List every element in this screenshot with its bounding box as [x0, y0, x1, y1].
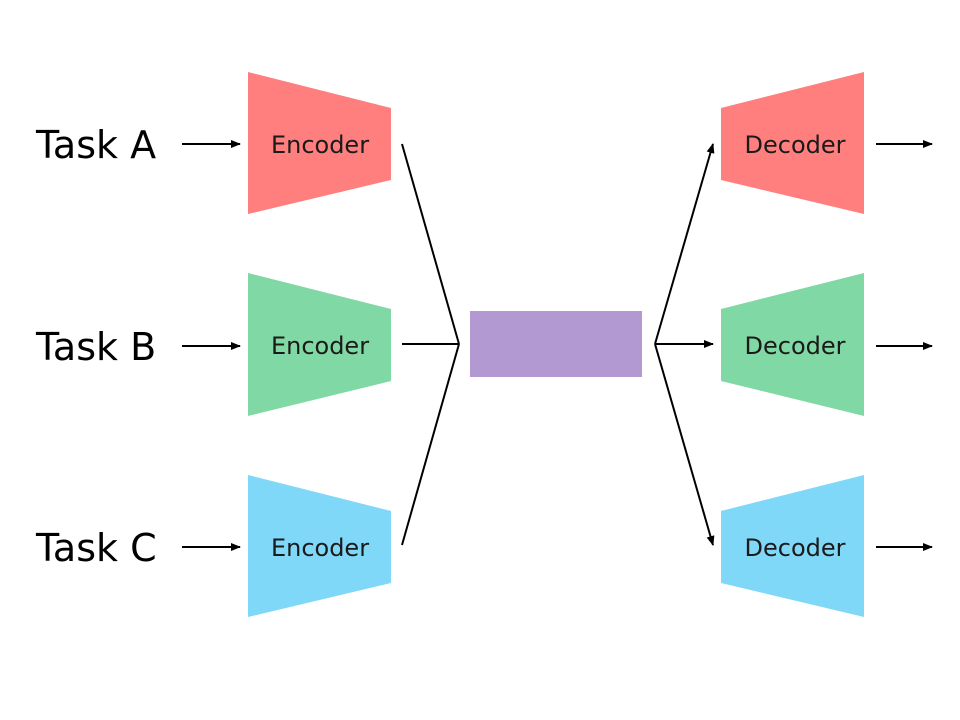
decoder-c-label: Decoder — [745, 534, 846, 562]
task-a-label: Task A — [36, 123, 157, 167]
decoder-a-label: Decoder — [745, 131, 846, 159]
converge-line-a — [401, 143, 460, 345]
encoder-a — [248, 72, 391, 214]
encoder-c-label: Encoder — [271, 534, 369, 562]
encoder-b-label: Encoder — [271, 332, 369, 360]
decoder-c — [721, 475, 864, 617]
encoder-a-label: Encoder — [271, 131, 369, 159]
task-c-label: Task C — [36, 526, 157, 570]
task-b-label: Task B — [36, 325, 157, 369]
diverge-arrow-c — [654, 343, 715, 546]
decoder-b-label: Decoder — [745, 332, 846, 360]
encoder-b — [248, 273, 391, 416]
decoder-b — [721, 273, 864, 416]
converge-line-c — [401, 343, 460, 546]
decoder-a — [721, 72, 864, 214]
diverge-arrow-a — [654, 143, 715, 345]
encoder-c — [248, 475, 391, 617]
shared-representation-block — [470, 311, 642, 377]
